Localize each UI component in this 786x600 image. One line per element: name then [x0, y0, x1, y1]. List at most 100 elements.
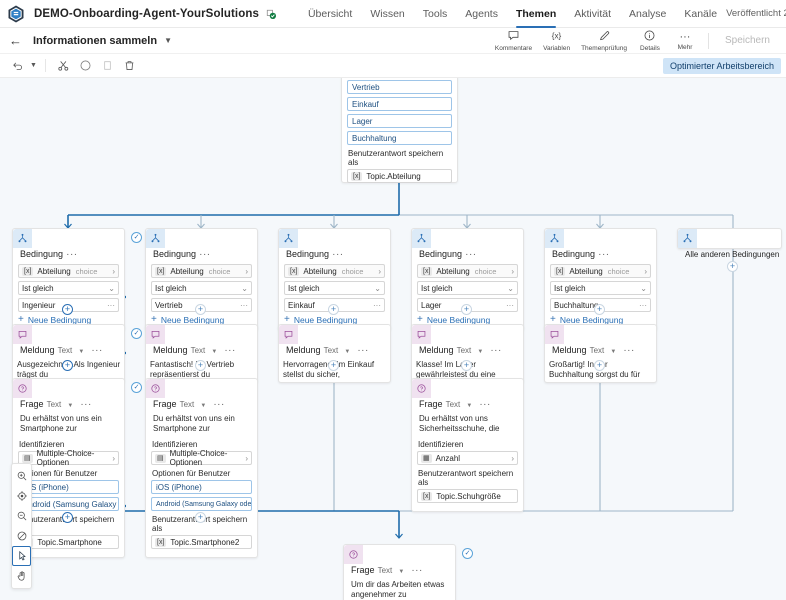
nav-item-themen[interactable]: Themen: [507, 0, 565, 28]
zoom-out-icon[interactable]: [12, 506, 31, 526]
condition-operator-field[interactable]: Ist gleich ⌄: [284, 281, 385, 295]
condition-operator-field[interactable]: Ist gleich ⌄: [18, 281, 119, 295]
chevron-down-icon[interactable]: ▼: [164, 36, 172, 45]
message-node[interactable]: Meldung Text ▼ ··· Hervorragend! Im Eink…: [278, 324, 391, 383]
more-horizontal-icon[interactable]: ···: [80, 399, 92, 410]
condition-node[interactable]: Bedingung ··· [x] Abteilung choice › Ist…: [12, 228, 125, 331]
nav-item-tools[interactable]: Tools: [422, 7, 448, 20]
condition-variable-field[interactable]: [x] Abteilung choice ›: [417, 264, 518, 278]
scissors-icon[interactable]: [52, 57, 74, 75]
pan-hand-icon[interactable]: [12, 566, 31, 586]
top-question-panel[interactable]: Ingenieur Vertrieb Einkauf Lager Buchhal…: [341, 78, 458, 183]
nav-item-kanaele[interactable]: Kanäle: [684, 7, 718, 20]
option-field[interactable]: iOS (iPhone): [18, 480, 119, 494]
zoom-reset-icon[interactable]: [12, 526, 31, 546]
question-prompt[interactable]: Du erhältst von uns Sicherheitsschuhe, d…: [419, 414, 500, 433]
question-node[interactable]: Frage Text ▼ ··· Du erhältst von uns ein…: [145, 378, 258, 558]
more-horizontal-icon[interactable]: ···: [199, 249, 211, 260]
save-answer-variable-field[interactable]: [x] Topic.Abteilung: [347, 169, 452, 183]
chevron-down-icon[interactable]: ▼: [610, 349, 617, 355]
message-text[interactable]: Fantastisch! Im Vertrieb repräsentierst …: [150, 360, 235, 379]
final-question-node[interactable]: Frage Text ▼ ··· Um dir das Arbeiten etw…: [343, 544, 456, 600]
more-horizontal-icon[interactable]: ···: [357, 345, 369, 356]
chevron-right-icon[interactable]: ›: [245, 266, 248, 276]
more-horizontal-icon[interactable]: ···: [373, 300, 381, 310]
comments-button[interactable]: Kommentare: [490, 29, 537, 52]
more-horizontal-icon[interactable]: ···: [240, 300, 248, 310]
plus-icon[interactable]: +: [195, 512, 206, 523]
nav-item-uebersicht[interactable]: Übersicht: [307, 7, 353, 20]
question-prompt[interactable]: Du erhältst von uns ein Smartphone zur: [20, 414, 102, 433]
nav-item-aktivitaet[interactable]: Aktivität: [574, 7, 612, 20]
add-condition-button[interactable]: + Neue Bedingung: [284, 315, 385, 326]
plus-icon[interactable]: +: [461, 360, 472, 371]
more-horizontal-icon[interactable]: ···: [598, 249, 610, 260]
condition-operator-field[interactable]: Ist gleich ⌄: [151, 281, 252, 295]
chevron-right-icon[interactable]: ›: [112, 453, 115, 463]
condition-variable-field[interactable]: [x] Abteilung choice ›: [284, 264, 385, 278]
details-button[interactable]: Details: [633, 29, 667, 52]
flow-canvas[interactable]: Ingenieur Vertrieb Einkauf Lager Buchhal…: [0, 78, 786, 600]
chevron-down-icon[interactable]: ▼: [78, 349, 85, 355]
condition-variable-field[interactable]: [x] Abteilung choice ›: [550, 264, 651, 278]
more-horizontal-icon[interactable]: ···: [490, 345, 502, 356]
save-answer-variable-field[interactable]: [x] Topic.Schuhgröße: [417, 489, 518, 503]
option-field[interactable]: Vertrieb: [347, 80, 452, 94]
more-horizontal-icon[interactable]: ···: [213, 399, 225, 410]
plus-icon[interactable]: +: [727, 261, 738, 272]
more-horizontal-icon[interactable]: ···: [465, 249, 477, 260]
message-text[interactable]: Großartig! In der Buchhaltung sorgst du …: [549, 360, 641, 379]
add-condition-button[interactable]: + Neue Bedingung: [550, 315, 651, 326]
question-prompt[interactable]: Du erhältst von uns ein Smartphone zur: [153, 414, 235, 433]
more-horizontal-icon[interactable]: ···: [224, 345, 236, 356]
topic-checker-button[interactable]: Themenprüfung: [576, 29, 632, 52]
add-condition-button[interactable]: + Neue Bedingung: [417, 315, 518, 326]
all-other-conditions-node[interactable]: Alle anderen Bedingungen: [677, 228, 782, 259]
plus-icon[interactable]: +: [461, 304, 472, 315]
chevron-down-icon[interactable]: ▼: [200, 403, 207, 409]
chevron-down-icon[interactable]: ⌄: [640, 283, 647, 293]
nav-item-analyse[interactable]: Analyse: [629, 7, 667, 20]
more-horizontal-icon[interactable]: ···: [107, 300, 115, 310]
option-field[interactable]: iOS (iPhone): [151, 480, 252, 494]
plus-icon[interactable]: +: [328, 360, 339, 371]
plus-icon[interactable]: +: [328, 304, 339, 315]
chevron-right-icon[interactable]: ›: [644, 266, 647, 276]
condition-node[interactable]: Bedingung ··· [x] Abteilung choice › Ist…: [411, 228, 524, 331]
plus-icon[interactable]: +: [594, 360, 605, 371]
plus-icon[interactable]: +: [62, 304, 73, 315]
chevron-down-icon[interactable]: ▼: [398, 569, 405, 575]
condition-variable-field[interactable]: [x] Abteilung choice ›: [151, 264, 252, 278]
more-horizontal-icon[interactable]: ···: [332, 249, 344, 260]
condition-node[interactable]: Bedingung ··· [x] Abteilung choice › Ist…: [278, 228, 391, 331]
undo-icon[interactable]: [6, 57, 28, 75]
plus-icon[interactable]: +: [195, 360, 206, 371]
condition-operator-field[interactable]: Ist gleich ⌄: [417, 281, 518, 295]
identify-type-field[interactable]: ▦ Anzahl ›: [417, 451, 518, 465]
save-answer-variable-field[interactable]: [x] Topic.Smartphone: [18, 535, 119, 549]
condition-node[interactable]: Bedingung ··· [x] Abteilung choice › Ist…: [145, 228, 258, 331]
chevron-down-icon[interactable]: ▼: [466, 403, 473, 409]
more-button[interactable]: ··· Mehr: [668, 31, 702, 51]
message-node[interactable]: Meldung Text ▼ ··· Ausgezeichnet! Als In…: [12, 324, 125, 383]
plus-icon[interactable]: +: [195, 304, 206, 315]
option-field[interactable]: Android (Samsung Galaxy oder Google Pixe…: [18, 497, 119, 511]
question-prompt[interactable]: Um dir das Arbeiten etwas angenehmer zu: [351, 580, 445, 599]
chevron-down-icon[interactable]: ▼: [344, 349, 351, 355]
option-field[interactable]: Lager: [347, 114, 452, 128]
chevron-right-icon[interactable]: ›: [112, 266, 115, 276]
more-horizontal-icon[interactable]: ···: [411, 565, 423, 576]
chevron-down-icon[interactable]: ▼: [67, 403, 74, 409]
more-horizontal-icon[interactable]: ···: [66, 249, 78, 260]
fit-to-screen-icon[interactable]: [12, 486, 31, 506]
add-condition-button[interactable]: + Neue Bedingung: [151, 315, 252, 326]
condition-variable-field[interactable]: [x] Abteilung choice ›: [18, 264, 119, 278]
variables-button[interactable]: {x} Variablen: [538, 29, 575, 52]
chevron-down-icon[interactable]: ⌄: [241, 283, 248, 293]
add-condition-button[interactable]: + Neue Bedingung: [18, 315, 119, 326]
message-node[interactable]: Meldung Text ▼ ··· Fantastisch! Im Vertr…: [145, 324, 258, 383]
option-field[interactable]: Android (Samsung Galaxy oder Google Pixe…: [151, 497, 252, 511]
chevron-down-icon[interactable]: ⌄: [374, 283, 381, 293]
more-horizontal-icon[interactable]: ···: [623, 345, 635, 356]
chevron-down-icon[interactable]: ▼: [211, 349, 218, 355]
